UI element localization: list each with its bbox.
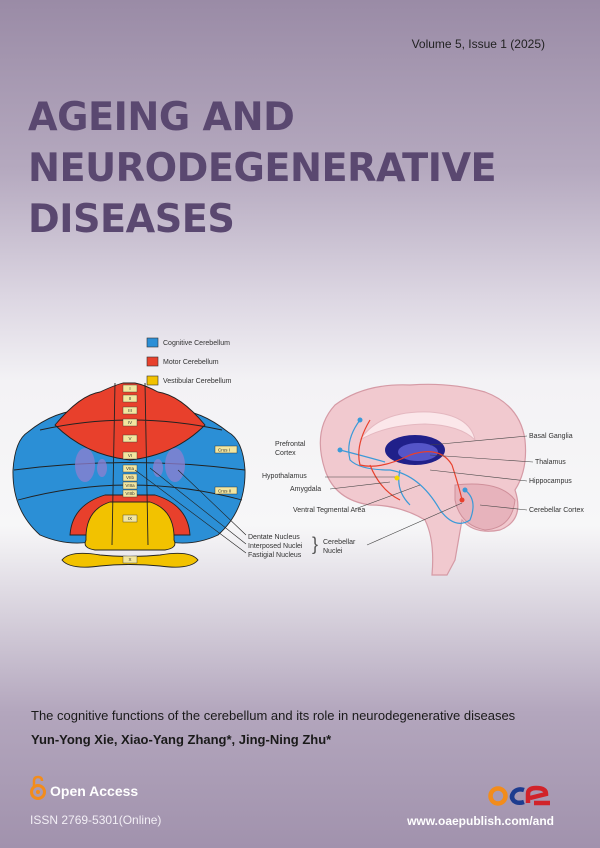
lobule-box <box>122 555 138 564</box>
legend-label-motor: Motor Cerebellum <box>163 359 219 366</box>
crus-ii-label: Crus II <box>218 489 231 494</box>
article-title: The cognitive functions of the cerebellu… <box>31 708 516 723</box>
legend-swatch-motor <box>146 356 159 367</box>
basal-ganglia-label: Basal Ganglia <box>529 433 573 440</box>
legend-label-vestibular: Vestibular Cerebellum <box>163 378 232 385</box>
figure-legend: Cognitive Cerebellum Motor Cerebellum Ve… <box>146 337 232 386</box>
dentate-nucleus-label: Dentate Nucleus <box>248 534 300 541</box>
lobule-label: X <box>128 557 131 562</box>
lobule-label: VIIIb <box>125 491 135 496</box>
lobule-label: V <box>128 436 131 441</box>
lobule-label: I <box>129 386 130 391</box>
title-line-1: AGEING AND <box>28 95 295 140</box>
hypothalamus-label: Hypothalamus <box>262 473 307 480</box>
prefrontal-cortex-label-2: Cortex <box>275 450 296 457</box>
lobule-label: III <box>128 408 132 413</box>
crus-i-label: Crus I <box>218 448 230 453</box>
hippocampus-label: Hippocampus <box>529 478 572 485</box>
legend-swatch-cognitive <box>146 337 159 348</box>
lobule-box <box>122 473 138 482</box>
amygdala-label: Amygdala <box>290 486 321 493</box>
cerebellum-vestibular-region <box>84 501 176 551</box>
brain-labels: Prefrontal Cortex Hypothalamus Amygdala … <box>262 433 584 546</box>
lobule-label: VIIIa <box>125 483 135 488</box>
lobule-box <box>122 394 138 403</box>
issn: ISSN 2769-5301(Online) <box>30 813 162 827</box>
legend-label-cognitive: Cognitive Cerebellum <box>163 340 230 347</box>
title-line-2: NEURODEGENERATIVE <box>28 146 497 191</box>
cerebellar-nuclei-label-1: Cerebellar <box>323 539 356 546</box>
vta-label: Ventral Tegmental Area <box>293 507 365 514</box>
legend-swatch-vestibular <box>146 375 159 386</box>
lobule-label: II <box>129 396 132 401</box>
journal-title: AGEING AND NEURODEGENERATIVE DISEASES <box>28 92 497 245</box>
open-access-lock-icon <box>30 775 46 800</box>
interposed-nuclei-label: Interposed Nuclei <box>248 543 303 550</box>
lobule-box <box>122 514 138 523</box>
lobule-box <box>122 418 138 427</box>
lobule-label: VIIa <box>126 466 135 471</box>
lobule-box <box>122 406 138 415</box>
lobule-box <box>122 434 138 443</box>
article-authors: Yun-Yong Xie, Xiao-Yang Zhang*, Jing-Nin… <box>31 732 332 747</box>
lobule-label: VI <box>128 453 132 458</box>
corpus-callosum <box>359 411 476 442</box>
lobule-box <box>122 464 138 473</box>
lobule-box <box>122 384 138 393</box>
lobule-box <box>122 451 138 460</box>
prefrontal-cortex-label-1: Prefrontal <box>275 441 306 448</box>
fastigial-nucleus-label: Fastigial Nucleus <box>248 552 302 559</box>
title-line-3: DISEASES <box>28 197 235 242</box>
thalamus-label: Thalamus <box>535 459 566 466</box>
open-access-label: Open Access <box>50 783 139 799</box>
cerebellar-cortex-label: Cerebellar Cortex <box>529 507 584 514</box>
lobule-label: IX <box>128 516 132 521</box>
brain-diagram <box>319 383 527 576</box>
open-access-badge: Open Access <box>30 775 138 801</box>
svg-text:}: } <box>312 534 318 554</box>
cerebellar-nuclei-label-2: Nuclei <box>323 548 343 555</box>
oae-logo <box>488 785 550 806</box>
cerebellar-nuclei-labels: Dentate Nucleus Interposed Nuclei Fastig… <box>248 534 356 559</box>
journal-url-link[interactable]: www.oaepublish.com/and <box>407 814 554 828</box>
lobule-label: VIIb <box>126 475 135 480</box>
volume-issue: Volume 5, Issue 1 (2025) <box>411 37 545 51</box>
lobule-label: IV <box>128 420 132 425</box>
lobule-box <box>122 481 138 490</box>
lobule-box <box>122 489 138 498</box>
